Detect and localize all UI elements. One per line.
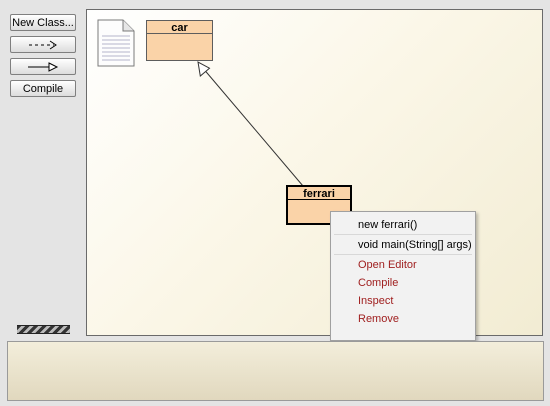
class-box-car[interactable]: car xyxy=(146,20,213,61)
menu-item-constructor[interactable]: new ferrari() xyxy=(358,219,418,231)
class-name-label: ferrari xyxy=(288,187,350,200)
menu-separator xyxy=(334,234,472,235)
menu-item-remove[interactable]: Remove xyxy=(358,313,399,325)
class-name-label: car xyxy=(147,21,212,34)
menu-item-compile[interactable]: Compile xyxy=(358,277,399,289)
menu-item-main-method[interactable]: void main(String[] args) xyxy=(358,239,472,251)
menu-separator xyxy=(334,254,472,255)
new-class-button[interactable]: New Class... xyxy=(10,14,76,31)
dashed-arrow-icon xyxy=(29,40,57,49)
machine-activity-indicator xyxy=(17,325,70,334)
new-inheritance-button[interactable] xyxy=(10,58,76,75)
inheritance-arrow xyxy=(197,61,304,187)
class-context-menu: new ferrari() void main(String[] args) O… xyxy=(330,211,476,341)
new-dependency-button[interactable] xyxy=(10,36,76,53)
compile-button[interactable]: Compile xyxy=(10,80,76,97)
hollow-arrow-icon xyxy=(28,61,59,72)
document-icon[interactable] xyxy=(97,19,135,70)
object-bench[interactable] xyxy=(7,341,544,401)
menu-item-open-editor[interactable]: Open Editor xyxy=(358,259,417,271)
menu-item-inspect[interactable]: Inspect xyxy=(358,295,394,307)
